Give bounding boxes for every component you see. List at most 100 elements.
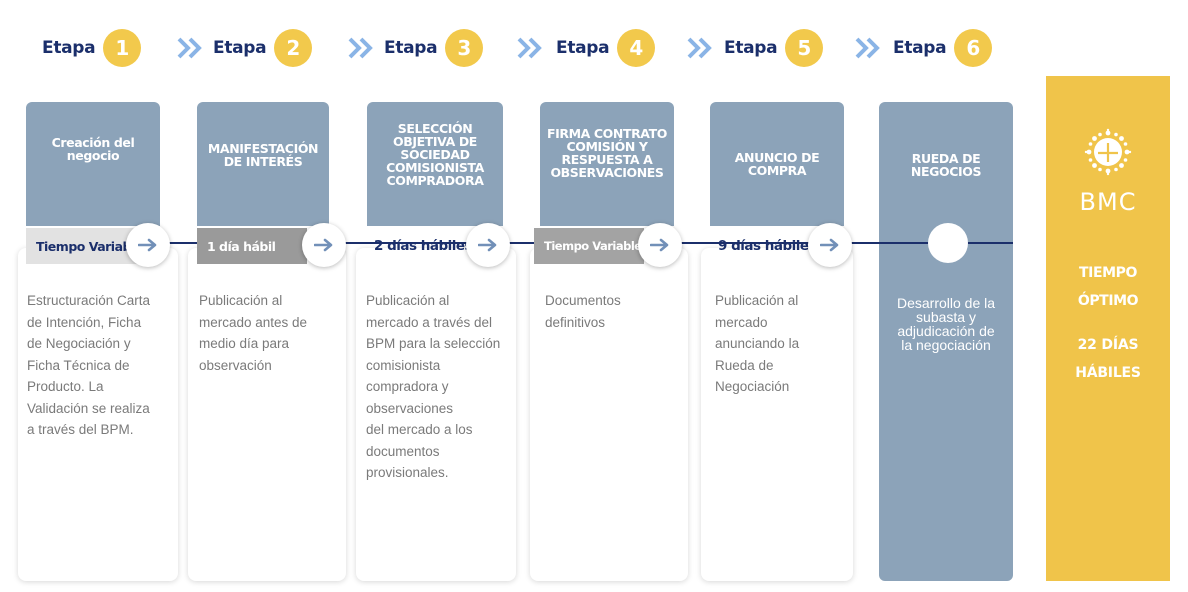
bmc-dias-label: 22 DÍAS HÁBILES <box>1046 331 1170 387</box>
description-line: Negociación <box>715 379 790 394</box>
step-description-1: Estructuración Carta de Intención, Ficha… <box>27 290 177 441</box>
stage-5: Etapa 5 <box>724 28 824 68</box>
step-title-line: SELECCIÓN <box>397 121 473 136</box>
stage-number-badge: 5 <box>785 29 824 67</box>
step-title-line: MANIFESTACIÓN <box>207 141 319 156</box>
double-chevron-icon <box>855 37 880 59</box>
stage-6: Etapa 6 <box>893 28 993 68</box>
description-line: Publicación al <box>366 293 450 308</box>
description-line: subasta y <box>916 309 976 325</box>
step-header-2: MANIFESTACIÓN DE INTERÉS <box>197 102 329 226</box>
stage-number-badge: 6 <box>954 29 993 67</box>
step-title-line: DE INTERÉS <box>223 154 303 169</box>
step-card-3 <box>356 248 516 581</box>
step-header-4: FIRMA CONTRATO COMISIÓN Y RESPUESTA A OB… <box>540 102 674 226</box>
description-line: observaciones <box>366 400 454 416</box>
bmc-logo-icon <box>1084 128 1132 176</box>
step-description-5: Publicación al mercado anunciando la Rue… <box>715 290 849 398</box>
step-title-line: COMPRA <box>747 163 807 178</box>
bmc-tiempo-label: TIEMPO ÓPTIMO <box>1046 259 1170 315</box>
arrow-right-button[interactable] <box>638 223 682 267</box>
step-title-6: RUEDA DE NEGOCIOS <box>879 152 1013 178</box>
stage-2: Etapa 2 <box>213 28 313 68</box>
step-title-line: OBSERVACIONES <box>550 165 664 180</box>
time-label: 9 días hábiles <box>718 238 816 254</box>
description-line: mercado a través del <box>366 314 493 330</box>
step-title-line: RUEDA DE <box>911 151 981 166</box>
arrow-right-icon <box>650 238 669 252</box>
stage-label: Etapa <box>724 38 778 58</box>
bmc-tiempo-line: TIEMPO <box>1078 265 1138 281</box>
step-description-2: Publicación al mercado antes de medio dí… <box>199 290 345 376</box>
bmc-summary-panel: BMC TIEMPO ÓPTIMO 22 DÍAS HÁBILES <box>1046 76 1170 581</box>
step-title-line: COMPRADORA <box>386 173 484 188</box>
arrow-right-icon <box>314 238 333 252</box>
description-line: comisionista <box>366 357 441 373</box>
description-line: del mercado a los <box>366 422 473 437</box>
time-bar-4: Tiempo Variable <box>534 228 644 264</box>
description-line: Desarrollo de la <box>896 295 996 311</box>
time-bar-3: 2 días hábiles <box>364 228 474 264</box>
double-chevron-icon <box>687 37 712 59</box>
time-label: Tiempo Variable <box>544 239 642 253</box>
time-label: 1 día hábil <box>207 238 276 254</box>
description-line: Rueda de <box>715 357 774 373</box>
step-panel-6: RUEDA DE NEGOCIOS <box>879 102 1013 581</box>
description-line: Estructuración Carta <box>27 293 151 308</box>
double-chevron-icon <box>517 37 542 59</box>
description-line: mercado <box>715 314 768 330</box>
description-line: Publicación al <box>715 293 799 308</box>
arrow-right-button[interactable] <box>302 223 346 267</box>
description-line: documentos <box>366 443 440 459</box>
stage-label: Etapa <box>384 38 438 58</box>
step-title-line: ANUNCIO DE <box>734 150 820 165</box>
description-line: Documentos <box>545 293 621 308</box>
time-bar-2: 1 día hábil <box>197 228 307 264</box>
description-line: provisionales. <box>366 465 449 480</box>
arrow-right-button[interactable] <box>126 223 170 267</box>
description-line: adjudicación de <box>897 323 995 339</box>
step-title-line: negocio <box>66 148 120 163</box>
step-title-line: FIRMA CONTRATO <box>547 126 667 141</box>
arrow-right-icon <box>820 238 839 252</box>
description-line: observación <box>199 357 272 373</box>
bmc-brand-name: BMC <box>1079 188 1137 216</box>
stage-label: Etapa <box>213 38 267 58</box>
stage-row: Etapa 1 Etapa 2 Etapa 3 Etapa 4 Etapa 5 … <box>0 28 1010 68</box>
step-title-line: SOCIEDAD <box>400 147 470 162</box>
arrow-right-icon <box>478 238 497 252</box>
stage-label: Etapa <box>42 38 96 58</box>
description-line: mercado antes de <box>199 314 308 330</box>
description-line: Validación se realiza <box>27 400 150 416</box>
stage-label: Etapa <box>893 38 947 58</box>
stage-number-badge: 1 <box>103 29 142 67</box>
timeline-end-circle <box>928 223 968 263</box>
step-card-5 <box>701 248 853 581</box>
description-line: Producto. La <box>27 379 104 394</box>
step-title-line: COMISIONISTA <box>386 160 484 175</box>
description-line: compradora y <box>366 379 449 394</box>
step-description-6: Desarrollo de la subasta y adjudicación … <box>879 296 1013 352</box>
stage-label: Etapa <box>556 38 610 58</box>
arrow-right-button[interactable] <box>466 223 510 267</box>
arrow-right-icon <box>138 238 157 252</box>
arrow-right-button[interactable] <box>808 223 852 267</box>
step-title-line: OBJETIVA DE <box>393 134 477 149</box>
description-line: Publicación al <box>199 293 283 308</box>
stage-number-badge: 2 <box>274 29 313 67</box>
description-line: a través del BPM. <box>27 422 134 437</box>
step-card-4 <box>530 248 688 581</box>
description-line: BPM para la selección <box>366 336 501 351</box>
bmc-dias-line: HÁBILES <box>1075 365 1141 381</box>
step-title-line: NEGOCIOS <box>910 164 982 179</box>
time-bar-5: 9 días hábiles <box>708 228 816 264</box>
stage-4: Etapa 4 <box>556 28 656 68</box>
description-line: la negociación <box>901 337 991 353</box>
step-header-3: SELECCIÓN OBJETIVA DE SOCIEDAD COMISIONI… <box>367 102 503 226</box>
stage-1: Etapa 1 <box>42 28 142 68</box>
bmc-dias-line: 22 DÍAS <box>1077 337 1139 353</box>
step-card-2 <box>188 248 346 581</box>
step-title-line: RESPUESTA A <box>561 152 653 167</box>
stage-number-badge: 3 <box>445 29 484 67</box>
step-description-4: Documentos definitivos <box>545 290 683 333</box>
